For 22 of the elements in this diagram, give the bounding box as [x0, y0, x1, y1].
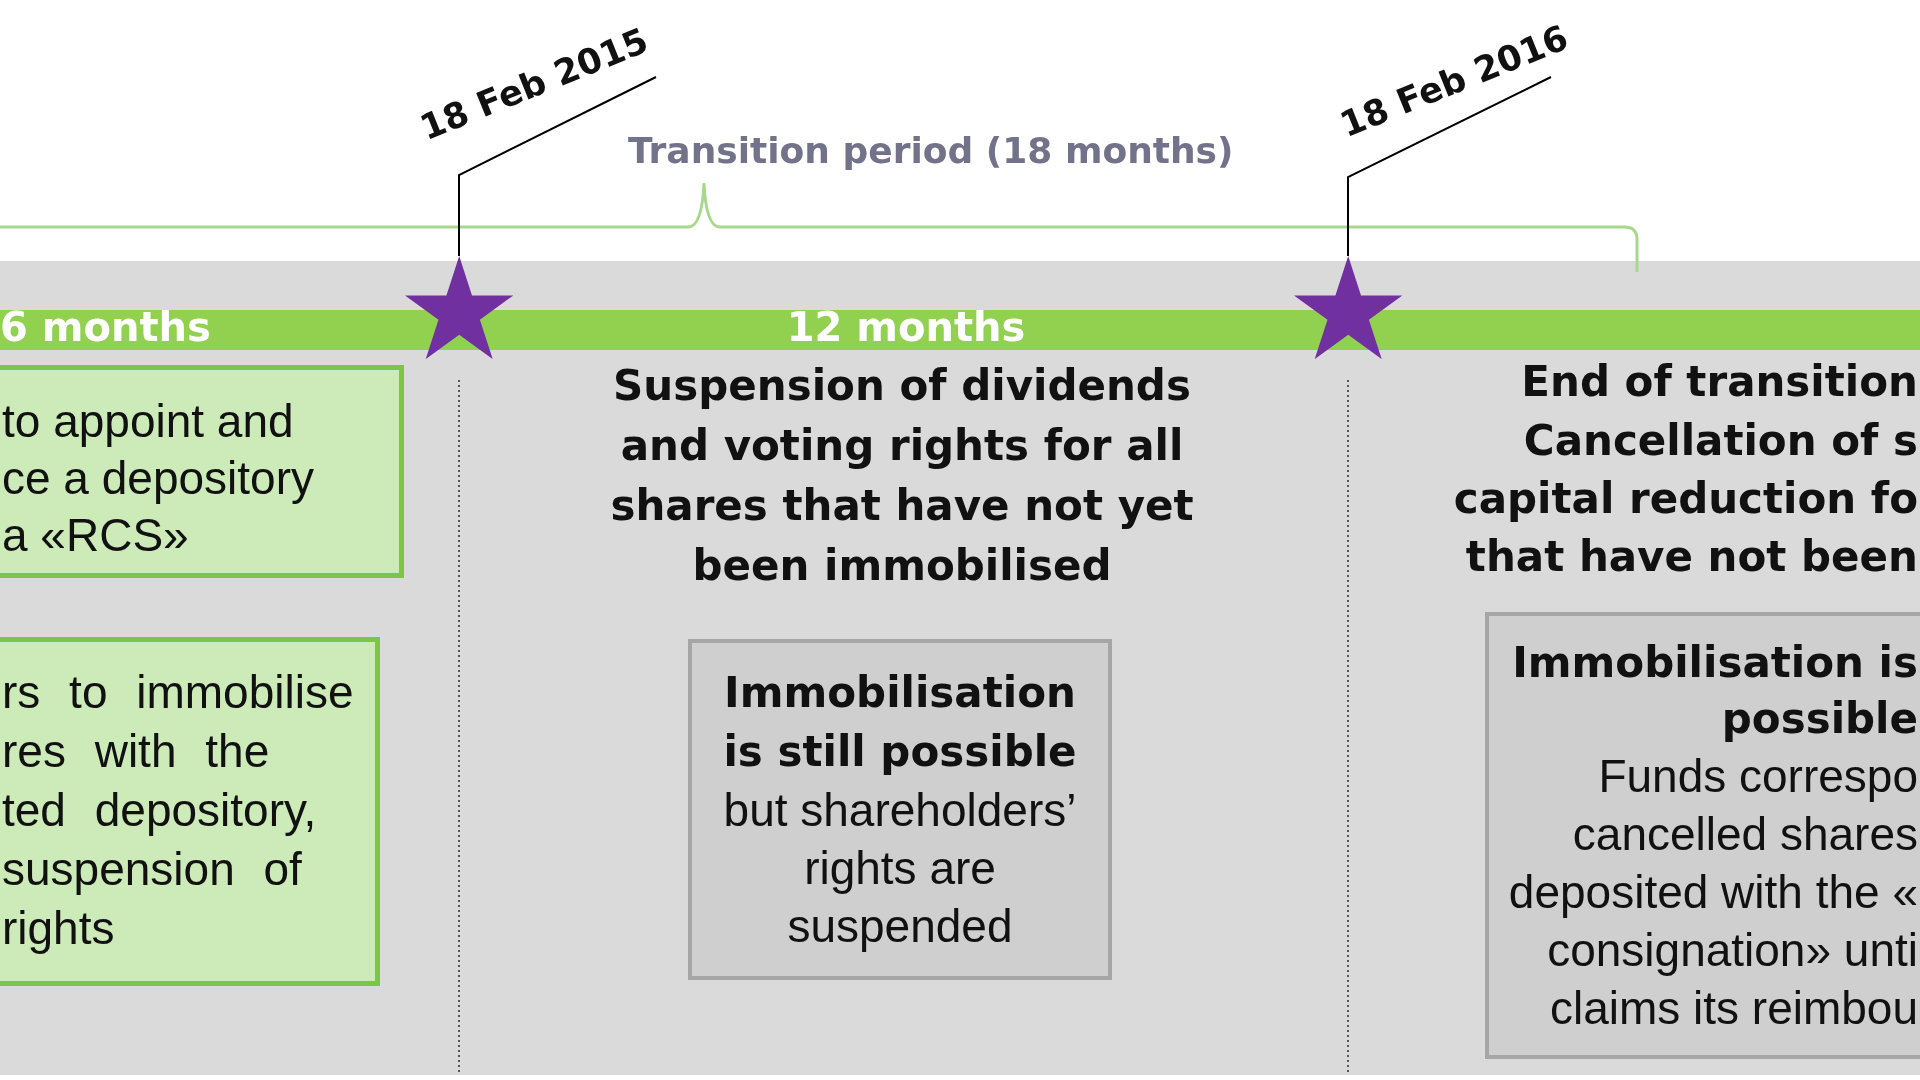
box-heading: Immobilisation is possible: [1511, 637, 1918, 745]
box-text: to appoint and ce a depository a «RCS»: [2, 394, 315, 563]
duration-label: 6 months: [0, 310, 211, 344]
leader-line: [458, 76, 657, 257]
box-heading: Immobilisation is still possible: [722, 667, 1078, 778]
milestone-star: [404, 256, 514, 360]
period-label: Transition period (18 months): [628, 131, 1234, 171]
column-heading: Cancellation of s capital reduction fo that have not been: [1452, 415, 1918, 583]
note-box: [1485, 612, 1920, 1059]
note-box: [0, 637, 380, 986]
timeline-bar: [0, 310, 1920, 350]
date-label: 18 Feb 2016: [1334, 18, 1574, 144]
box-text: but shareholders’ rights are suspended: [722, 783, 1078, 954]
milestone-star: [1293, 256, 1403, 360]
column-heading: End of transition: [1521, 356, 1918, 408]
box-text: Funds correspo cancelled shares deposited with the « consignation» unti claims its reimbou: [1507, 749, 1918, 1036]
duration-label: 12 months: [786, 310, 1026, 344]
note-box: [688, 639, 1112, 980]
note-box: [0, 365, 404, 578]
leader-line: [1347, 76, 1552, 257]
box-text: rs to immobilise res with the ted depository, suspension of rights: [2, 665, 355, 956]
column-heading: Suspension of dividends and voting rights for all shares that have not yet been immobilised: [609, 360, 1195, 592]
